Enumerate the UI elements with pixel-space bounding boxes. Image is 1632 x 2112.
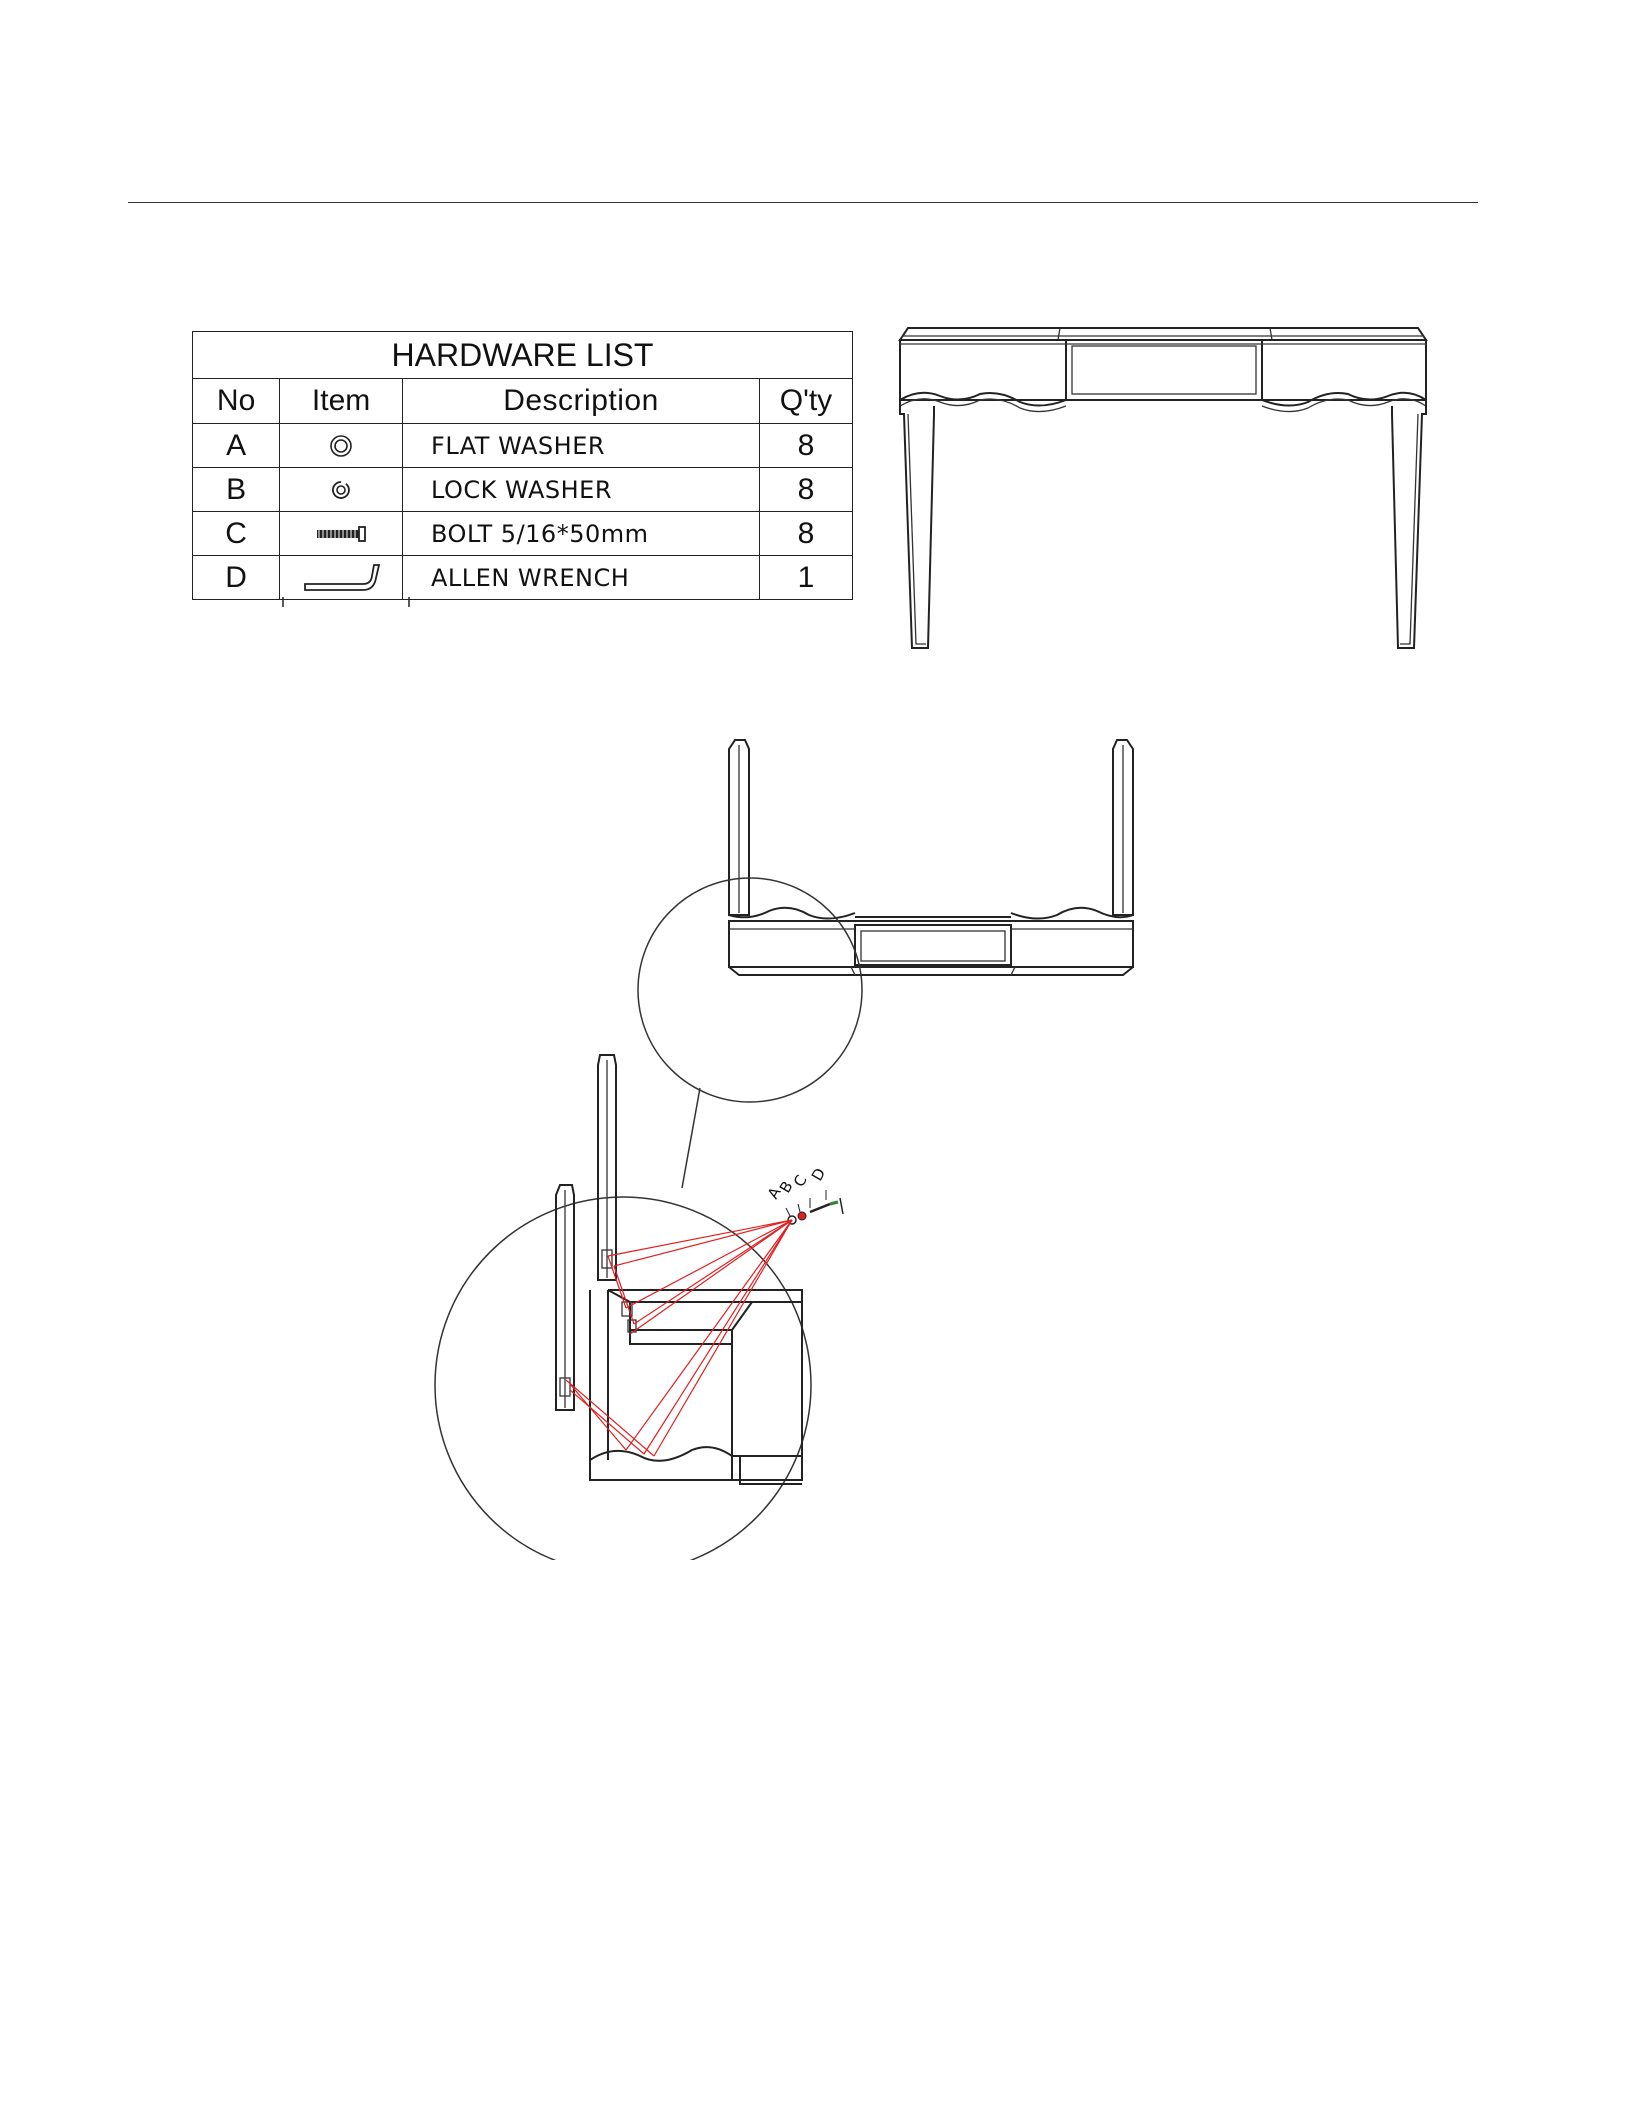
hardware-list-title: HARDWARE LIST [193, 332, 853, 379]
row-description: ALLEN WRENCH [403, 556, 760, 600]
row-no: C [193, 512, 280, 556]
row-no: D [193, 556, 280, 600]
allen-wrench-icon [301, 562, 381, 594]
header-item: Item [280, 379, 403, 424]
table-row: A FLAT WASHER 8 [193, 424, 853, 468]
bolt-icon [313, 524, 369, 544]
row-no: B [193, 468, 280, 512]
table-row: D ALLEN WRENCH 1 [193, 556, 853, 600]
assembly-guide-lines [566, 1220, 792, 1456]
table-tail-lines [192, 597, 853, 607]
row-description: BOLT 5/16*50mm [403, 512, 760, 556]
row-qty: 8 [759, 424, 852, 468]
row-qty: 1 [759, 556, 852, 600]
row-qty: 8 [759, 468, 852, 512]
bolt-part [810, 1204, 830, 1212]
bolt-head-part [830, 1202, 838, 1204]
header-no: No [193, 379, 280, 424]
header-qty: Q'ty [759, 379, 852, 424]
table-front-view [890, 318, 1450, 658]
callout-label-d: D [808, 1165, 829, 1184]
header-rule [128, 202, 1478, 203]
assembly-detail-view: A B C D [430, 1040, 880, 1560]
row-description: FLAT WASHER [403, 424, 760, 468]
lock-washer-part [798, 1212, 806, 1220]
table-row: C BOLT 5/16*50mm 8 [193, 512, 853, 556]
row-no: A [193, 424, 280, 468]
hardware-list-table: HARDWARE LIST No Item Description Q'ty A… [192, 331, 853, 600]
flat-washer-icon [328, 433, 354, 459]
row-description: LOCK WASHER [403, 468, 760, 512]
row-qty: 8 [759, 512, 852, 556]
header-description: Description [403, 379, 760, 424]
lock-washer-icon [330, 479, 352, 501]
table-row: B LOCK WASHER 8 [193, 468, 853, 512]
allen-wrench-part [840, 1198, 843, 1214]
